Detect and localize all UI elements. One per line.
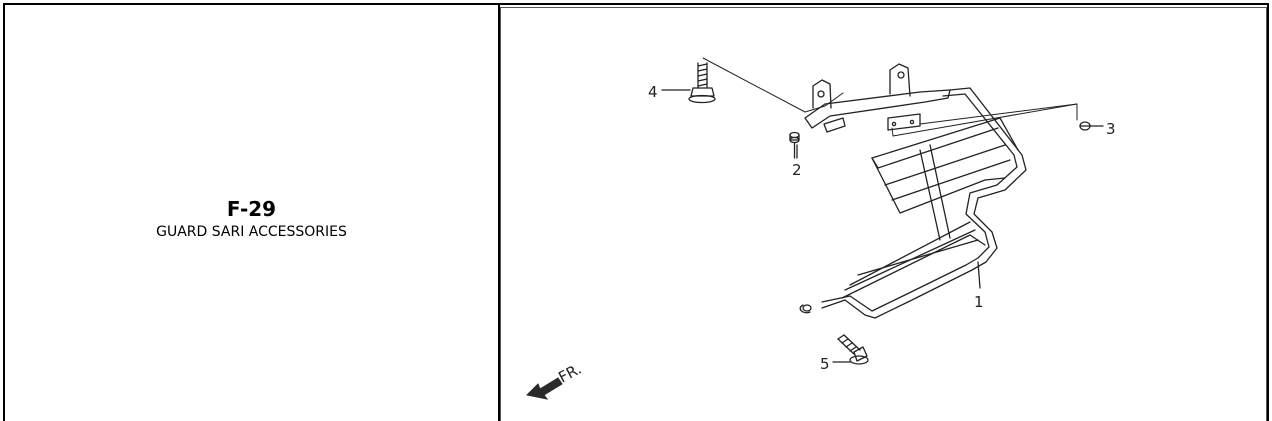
part-label-2: 2 [792,161,802,179]
exploded-parts-diagram: 4 2 3 1 5 FR. [525,57,1116,400]
part-label-4: 4 [648,83,658,101]
part-label-1: 1 [974,293,984,311]
page-frame [3,3,1269,421]
flange-bolt-5 [832,334,869,365]
title-panel: F-29 GUARD SARI ACCESSORIES [5,5,498,421]
nut-part [891,103,1104,137]
front-direction-arrow-icon [525,377,563,400]
collar-part [789,131,800,159]
panel-divider [498,3,500,421]
figure-code: F-29 [226,197,277,221]
figure-subtitle: GUARD SARI ACCESSORIES [156,224,347,240]
flange-bolt-4 [661,57,844,113]
part-label-3: 3 [1106,120,1116,138]
part-label-5: 5 [820,355,830,373]
guard-sari-frame [799,63,1027,319]
diagram-box [500,7,1267,421]
